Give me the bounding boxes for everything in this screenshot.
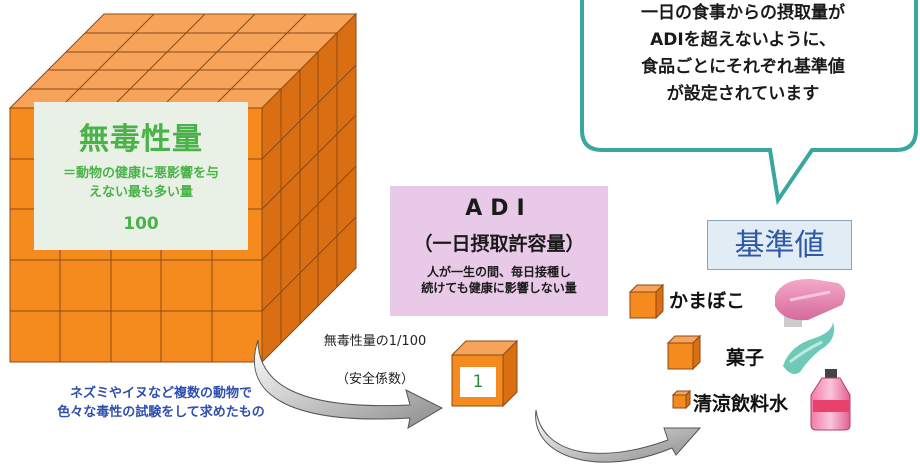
sweets-illustration: [783, 322, 835, 374]
callout-line: が設定されています: [666, 84, 820, 104]
kamaboko-illustration: [775, 278, 846, 327]
drink-cube: [671, 389, 692, 410]
noael-panel: 無毒性量 ＝動物の健康に悪影響を与 えない最も多い量 100: [34, 102, 248, 250]
adi-subtitle: （一日摂取許容量）: [413, 233, 585, 255]
callout-line: 食品ごとにそれぞれ基準値: [641, 57, 845, 77]
safety-factor-label: 無毒性量の1/100: [323, 334, 427, 349]
adi-cube: [450, 339, 519, 408]
callout-bubble: [580, 0, 918, 206]
noael-description: ＝動物の健康に悪影響を与 えない最も多い量: [34, 164, 248, 202]
adi-cube-value: 1: [472, 372, 484, 392]
kashi-cube: [666, 334, 702, 371]
test-note-line: 色々な毒性の試験をして求めたもの: [57, 405, 265, 420]
kamaboko-cube: [628, 283, 665, 320]
safety-factor-sublabel: （安全係数）: [335, 372, 414, 387]
callout-text: 一日の食事からの摂取量が ADIを超えないように、 食品ごとにそれぞれ基準値 が…: [590, 0, 896, 108]
callout-line: ADIを超えないように、: [650, 30, 836, 50]
noael-title: 無毒性量: [79, 122, 203, 157]
test-note-line: ネズミやイヌなど複数の動物で: [69, 386, 252, 401]
noael-value: 100: [123, 214, 159, 234]
adi-title: ADI: [465, 196, 533, 221]
food-label-kamaboko: かまぼこ: [669, 290, 746, 312]
food-label-drink: 清涼飲料水: [693, 393, 789, 415]
callout-line: 一日の食事からの摂取量が: [641, 3, 845, 23]
adi-description-line: 続けても健康に影響しない量: [421, 281, 577, 295]
test-note: ネズミやイヌなど複数の動物で 色々な毒性の試験をして求めたもの: [6, 384, 316, 422]
curved-arrow-2: [535, 409, 702, 463]
adi-description: 人が一生の間、毎日接種し 続けても健康に影響しない量: [390, 264, 608, 296]
drink-bottle-illustration: [810, 369, 851, 431]
standard-value-box: 基準値: [707, 220, 852, 270]
adi-panel: ADI （一日摂取許容量） 人が一生の間、毎日接種し 続けても健康に影響しない量: [390, 186, 608, 316]
noael-description-line: えない最も多い量: [88, 185, 193, 200]
food-label-kashi: 菓子: [726, 347, 765, 369]
curved-arrow-1: [253, 339, 444, 429]
noael-description-line: ＝動物の健康に悪影響を与: [62, 166, 219, 181]
adi-description-line: 人が一生の間、毎日接種し: [426, 265, 571, 279]
